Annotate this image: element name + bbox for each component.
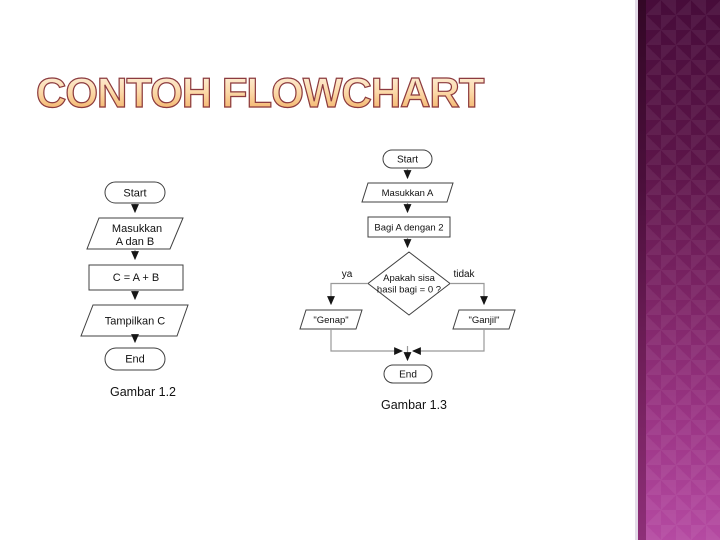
branch-label-tidak: tidak (453, 269, 475, 280)
flowchart-right: Start Masukkan A Bagi A dengan 2 Apakah … (299, 149, 516, 412)
process-label: Bagi A dengan 2 (374, 223, 443, 234)
end-terminator (104, 347, 166, 371)
branch-yes-connector (327, 282, 368, 306)
figure-caption: Gambar 1.3 (381, 398, 447, 412)
output-label: Tampilkan C (105, 316, 166, 328)
band-dark-edge-strip (638, 0, 646, 540)
output-no-label: "Ganjil" (468, 315, 499, 326)
flowchart-left: Start Masukkan A dan B C = A + B Tampilk… (80, 181, 189, 399)
start-label: Start (397, 155, 418, 166)
process-label: C = A + B (113, 272, 159, 284)
figure-caption: Gambar 1.2 (110, 385, 176, 399)
output-no-parallelogram (452, 309, 516, 330)
input-label-line1: Masukkan (112, 223, 162, 235)
branch-no-connector (450, 282, 488, 306)
page-title: CONTOH FLOWCHART (35, 69, 485, 116)
output-parallelogram (80, 304, 189, 337)
right-border-diamond-pattern-band (646, 0, 720, 540)
process-rectangle (88, 264, 184, 291)
process-rectangle (367, 216, 451, 238)
input-parallelogram (86, 217, 184, 250)
decision-diamond (367, 251, 451, 316)
input-label: Masukkan A (382, 188, 434, 199)
end-label: End (399, 370, 417, 381)
end-terminator (383, 364, 433, 384)
input-label-line2: A dan B (116, 236, 155, 248)
merge-right-connector (411, 329, 485, 355)
merge-left-connector (330, 329, 404, 355)
decision-label-line1: Apakah sisa (383, 273, 435, 284)
output-yes-parallelogram (299, 309, 363, 330)
input-parallelogram (361, 182, 454, 203)
start-label: Start (123, 188, 146, 200)
output-yes-label: "Genap" (313, 315, 348, 326)
end-label: End (125, 354, 145, 366)
branch-label-ya: ya (342, 269, 353, 280)
decision-label-line2: hasil bagi = 0 ? (377, 285, 441, 296)
band-left-highlight-line (635, 0, 638, 540)
